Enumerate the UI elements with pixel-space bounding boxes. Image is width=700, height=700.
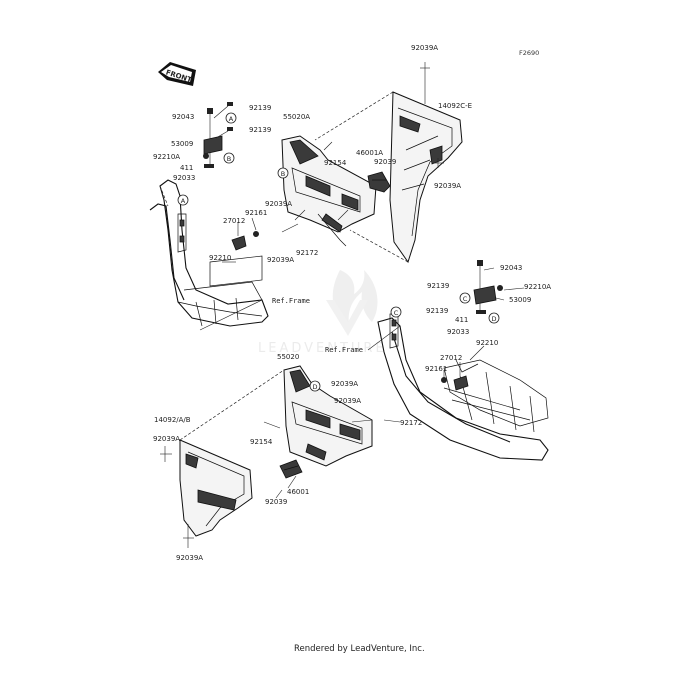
label-92210a-right: 92210A bbox=[524, 283, 551, 291]
ref-frame-lower: Ref.Frame bbox=[325, 346, 363, 354]
frame-right bbox=[377, 317, 549, 461]
panel-14092-a-b bbox=[179, 439, 253, 537]
callout-a-frame: A bbox=[177, 194, 189, 206]
label-92039a-top: 92039A bbox=[411, 44, 438, 52]
door-55020a bbox=[281, 135, 377, 247]
label-92039-lower: 92039 bbox=[265, 498, 287, 506]
callout-c-right: C bbox=[459, 292, 471, 304]
label-92043-upper: 92043 bbox=[172, 113, 194, 121]
label-46001: 46001 bbox=[287, 488, 309, 496]
label-92139-upper-1: 92139 bbox=[249, 104, 271, 112]
callout-b-upper: B bbox=[223, 152, 235, 164]
label-92161-right: 92161 bbox=[425, 365, 447, 373]
callout-d-right: D bbox=[488, 312, 500, 324]
spring-27012-upper bbox=[199, 217, 263, 331]
label-92039a-mid-2: 92039A bbox=[267, 256, 294, 264]
hinge-stack-right bbox=[473, 260, 525, 314]
label-92039a-lower-1: 92039A bbox=[331, 380, 358, 388]
watermark-text: LEADVENTURE bbox=[258, 341, 387, 356]
label-27012-upper: 27012 bbox=[223, 217, 245, 225]
spring-27012-right bbox=[441, 345, 485, 391]
label-92210-right: 92210 bbox=[476, 339, 498, 347]
svg-text:D: D bbox=[491, 315, 496, 323]
latch-46001a bbox=[367, 171, 391, 193]
label-14092c-e: 14092C-E bbox=[438, 102, 472, 110]
label-92154-upper: 92154 bbox=[324, 159, 347, 167]
label-411-right: 411 bbox=[455, 316, 468, 324]
label-55020: 55020 bbox=[277, 353, 299, 361]
label-92039a-mid: 92039A bbox=[265, 200, 292, 208]
label-92039a-lower-2: 92039A bbox=[334, 397, 361, 405]
hinge-plate-upper bbox=[177, 213, 187, 253]
label-92039a-right: 92039A bbox=[434, 182, 461, 190]
label-53009-right: 53009 bbox=[509, 296, 531, 304]
front-arrow-icon: FRONT bbox=[158, 62, 196, 86]
svg-text:A: A bbox=[229, 115, 234, 123]
footer-credit: Rendered by LeadVenture, Inc. bbox=[294, 644, 425, 654]
figure-code: F2690 bbox=[519, 49, 539, 57]
frame-upper-left bbox=[149, 179, 269, 327]
label-92139-right-1: 92139 bbox=[427, 282, 449, 290]
label-92033-upper: 92033 bbox=[173, 174, 195, 182]
label-92139-upper-2: 92139 bbox=[249, 126, 271, 134]
callout-a-upper: A bbox=[225, 112, 237, 124]
hinge-plate-right bbox=[389, 313, 399, 349]
label-14092-a-b: 14092/A/B bbox=[154, 416, 191, 424]
callout-d-door: D bbox=[309, 380, 321, 392]
svg-text:A: A bbox=[181, 197, 186, 205]
svg-text:C: C bbox=[394, 309, 399, 317]
label-92210a-upper: 92210A bbox=[153, 153, 180, 161]
label-46001a: 46001A bbox=[356, 149, 383, 157]
label-92172-upper: 92172 bbox=[296, 249, 318, 257]
label-92033-right: 92033 bbox=[447, 328, 469, 336]
label-27012-right: 27012 bbox=[440, 354, 462, 362]
label-92039a-left: 92039A bbox=[153, 435, 180, 443]
label-92154-lower: 92154 bbox=[250, 438, 273, 446]
label-411-upper: 411 bbox=[180, 164, 193, 172]
watermark: LEADVENTURE bbox=[258, 270, 387, 356]
panel-14092c-e bbox=[389, 91, 463, 264]
label-92161-upper: 92161 bbox=[245, 209, 267, 217]
ref-frame-upper: Ref.Frame bbox=[272, 297, 310, 305]
callout-b-door: B bbox=[277, 167, 289, 179]
label-53009-upper: 53009 bbox=[171, 140, 193, 148]
svg-text:C: C bbox=[463, 295, 468, 303]
label-92210-upper: 92210 bbox=[209, 254, 231, 262]
door-55020 bbox=[283, 365, 373, 467]
label-92139-right-2: 92139 bbox=[426, 307, 448, 315]
label-92039a-bottom: 92039A bbox=[176, 554, 203, 562]
label-92043-right: 92043 bbox=[500, 264, 522, 272]
svg-text:B: B bbox=[281, 170, 285, 178]
callout-c-frame: C bbox=[390, 306, 402, 318]
latch-46001 bbox=[279, 459, 303, 479]
label-92039-upper: 92039 bbox=[374, 158, 396, 166]
svg-text:D: D bbox=[312, 383, 317, 391]
hinge-stack-upper bbox=[203, 102, 233, 168]
label-55020a: 55020A bbox=[283, 113, 310, 121]
svg-text:B: B bbox=[227, 155, 231, 163]
label-92172-lower: 92172 bbox=[400, 419, 422, 427]
